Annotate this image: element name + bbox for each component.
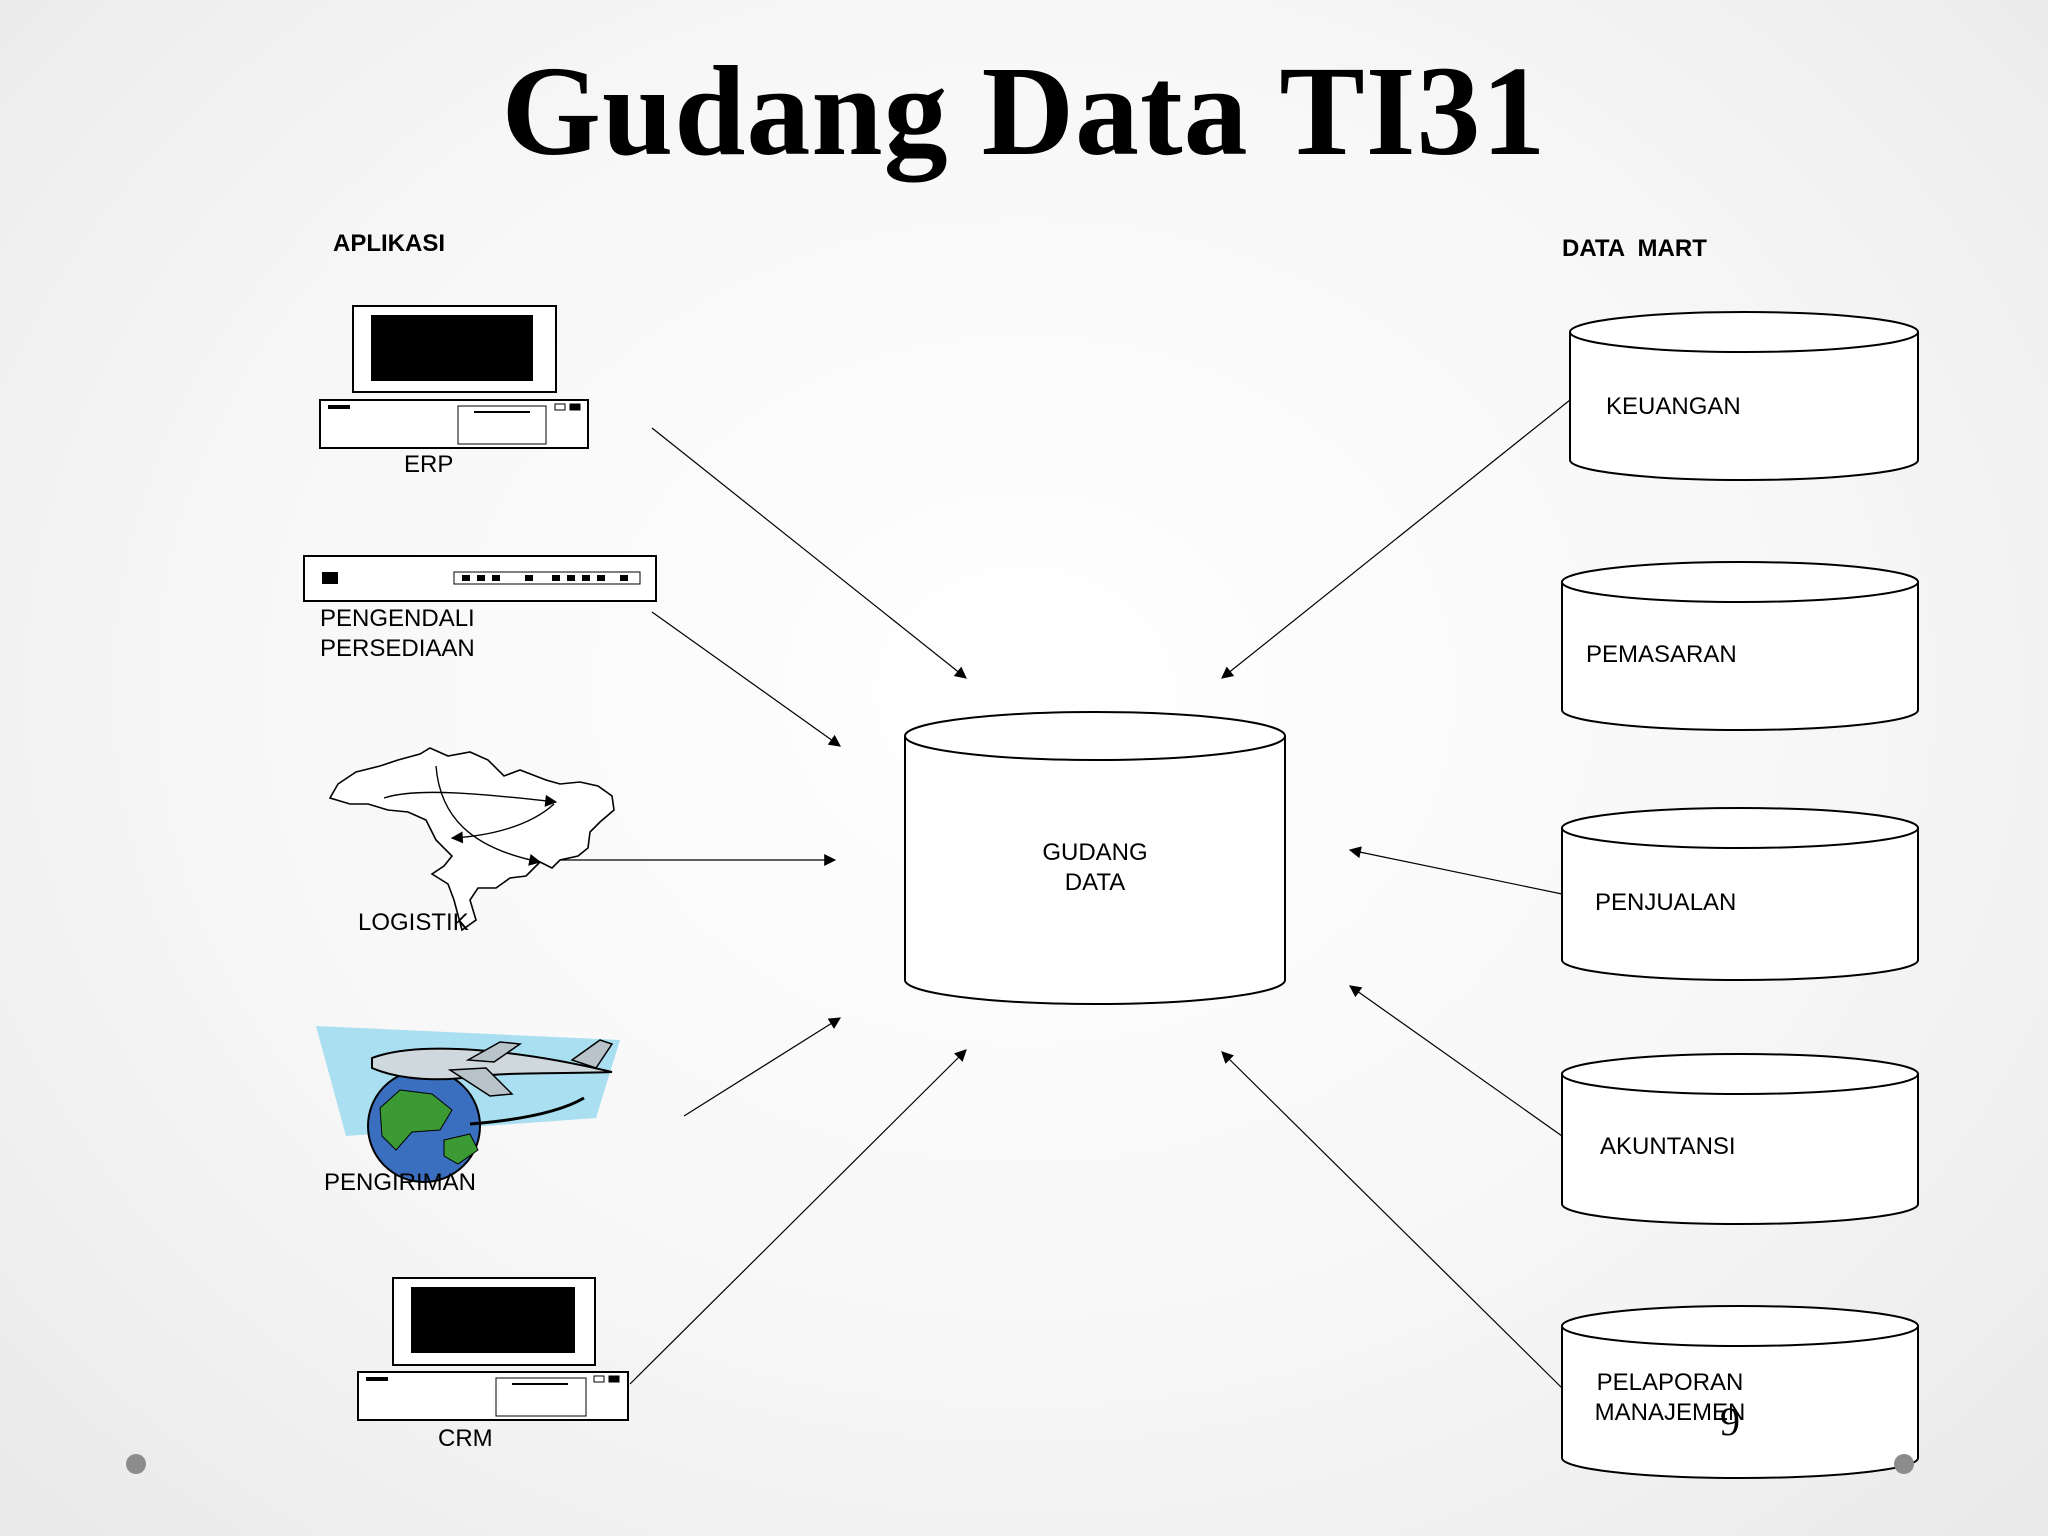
- management-label-line2: MANAJEMEN: [1594, 1399, 1746, 1426]
- inventory-label-line1: PENGENDALI: [320, 605, 475, 632]
- marketing-label: PEMASARAN: [1586, 641, 1737, 668]
- accounting-label: AKUNTANSI: [1600, 1133, 1736, 1160]
- inventory-label-line2: PERSEDIAAN: [320, 635, 475, 662]
- crm-label: CRM: [438, 1425, 493, 1452]
- arrow-inventory: [651, 611, 841, 747]
- finance-label: KEUANGAN: [1606, 393, 1741, 420]
- inventory-label: PENGENDALI PERSEDIAAN: [320, 604, 475, 664]
- database-cylinder-icon: [1561, 1305, 1919, 1479]
- database-cylinder-icon: [1561, 807, 1919, 981]
- app-to-warehouse-arrows: [548, 427, 967, 1385]
- arrow-crm: [629, 1049, 967, 1385]
- data-mart-header: DATA MART: [1562, 235, 1707, 262]
- airplane-globe-icon: [316, 1026, 620, 1183]
- page-title: Gudang Data TI31: [501, 40, 1547, 182]
- arrow-finance: [1221, 399, 1571, 679]
- database-cylinder-icon: [1561, 561, 1919, 731]
- sales-label: PENJUALAN: [1595, 889, 1737, 916]
- database-cylinder-icon: [1569, 311, 1919, 481]
- warehouse-label-line1: GUDANG: [1042, 839, 1148, 866]
- logistics-label: LOGISTIK: [358, 909, 469, 936]
- applications-header: APLIKASI: [333, 230, 446, 257]
- slide-bullet-dot: [1894, 1454, 1914, 1474]
- management-label: PELAPORAN MANAJEMEN: [1580, 1368, 1760, 1428]
- mart-to-warehouse-arrows: [1221, 399, 1571, 1389]
- slide-bullet-dot: [126, 1454, 146, 1474]
- arrow-accounting: [1349, 985, 1563, 1137]
- network-device-icon: [303, 555, 657, 602]
- shipping-label: PENGIRIMAN: [324, 1169, 477, 1196]
- arrow-management: [1221, 1051, 1563, 1389]
- warehouse-label-line2: DATA: [1064, 869, 1126, 896]
- warehouse-cylinder-icon: [904, 711, 1286, 1005]
- database-cylinder-icon: [1561, 1053, 1919, 1225]
- warehouse-label: GUDANG DATA: [1000, 838, 1190, 898]
- computer-icon: [357, 1277, 629, 1421]
- computer-icon: [319, 305, 589, 449]
- erp-label: ERP: [404, 451, 454, 478]
- page-number: 9: [1720, 1399, 1740, 1444]
- map-icon: [328, 747, 615, 932]
- management-label-line1: PELAPORAN: [1596, 1369, 1744, 1396]
- arrow-sales: [1348, 846, 1563, 895]
- arrow-shipping: [683, 1017, 842, 1117]
- arrow-erp: [651, 427, 967, 679]
